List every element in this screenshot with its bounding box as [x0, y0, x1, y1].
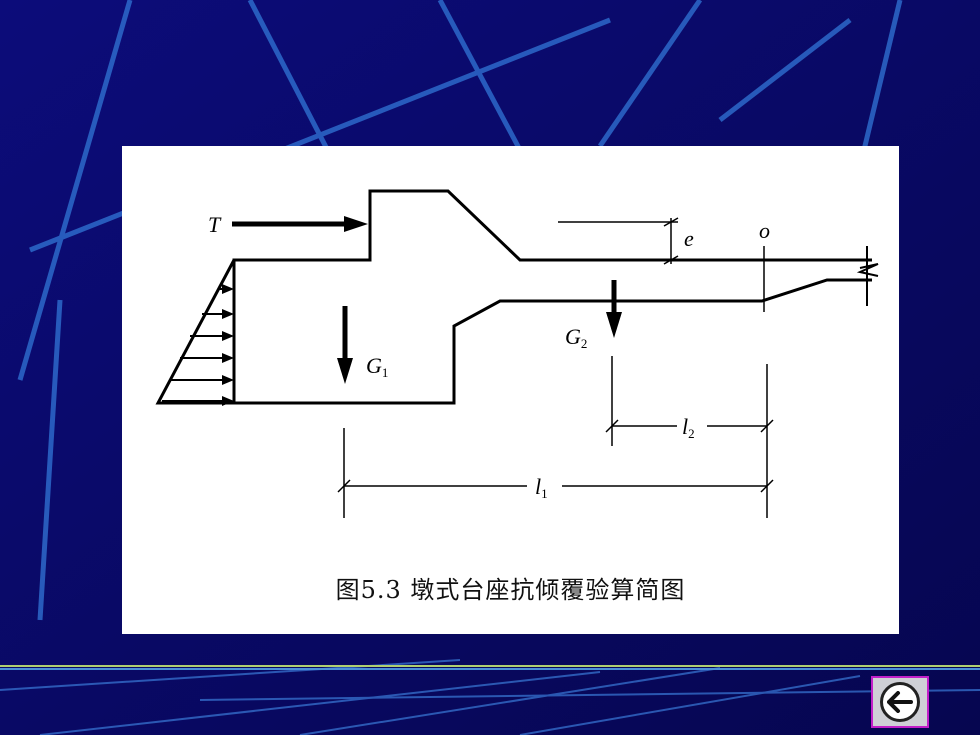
- weight1-label: G1: [366, 353, 388, 380]
- pivot-label: o: [759, 218, 770, 243]
- weight1-arrowhead: [337, 358, 353, 384]
- diagram-panel: T e o G1 G2 l2: [122, 146, 899, 634]
- overturning-diagram: T e o G1 G2 l2: [155, 189, 879, 518]
- figure-caption: 图5.3 墩式台座抗倾覆验算简图: [335, 576, 686, 604]
- eccentricity-label: e: [684, 226, 694, 251]
- pressure-arrowheads: [222, 284, 234, 406]
- pressure-arrows: [162, 288, 230, 402]
- l1-label: l1: [535, 474, 548, 501]
- thrust-label: T: [208, 212, 222, 237]
- thrust-arrowhead: [344, 216, 368, 232]
- l2-label: l2: [682, 414, 695, 441]
- break-symbol: [856, 246, 879, 306]
- back-button[interactable]: [871, 676, 929, 728]
- weight2-arrowhead: [606, 312, 622, 338]
- earth-pressure-triangle: [155, 259, 236, 405]
- back-button-ring: [880, 682, 920, 722]
- left-arrow-icon: [887, 691, 913, 713]
- weight2-label: G2: [565, 324, 587, 351]
- pier-lower-outline: [234, 278, 872, 405]
